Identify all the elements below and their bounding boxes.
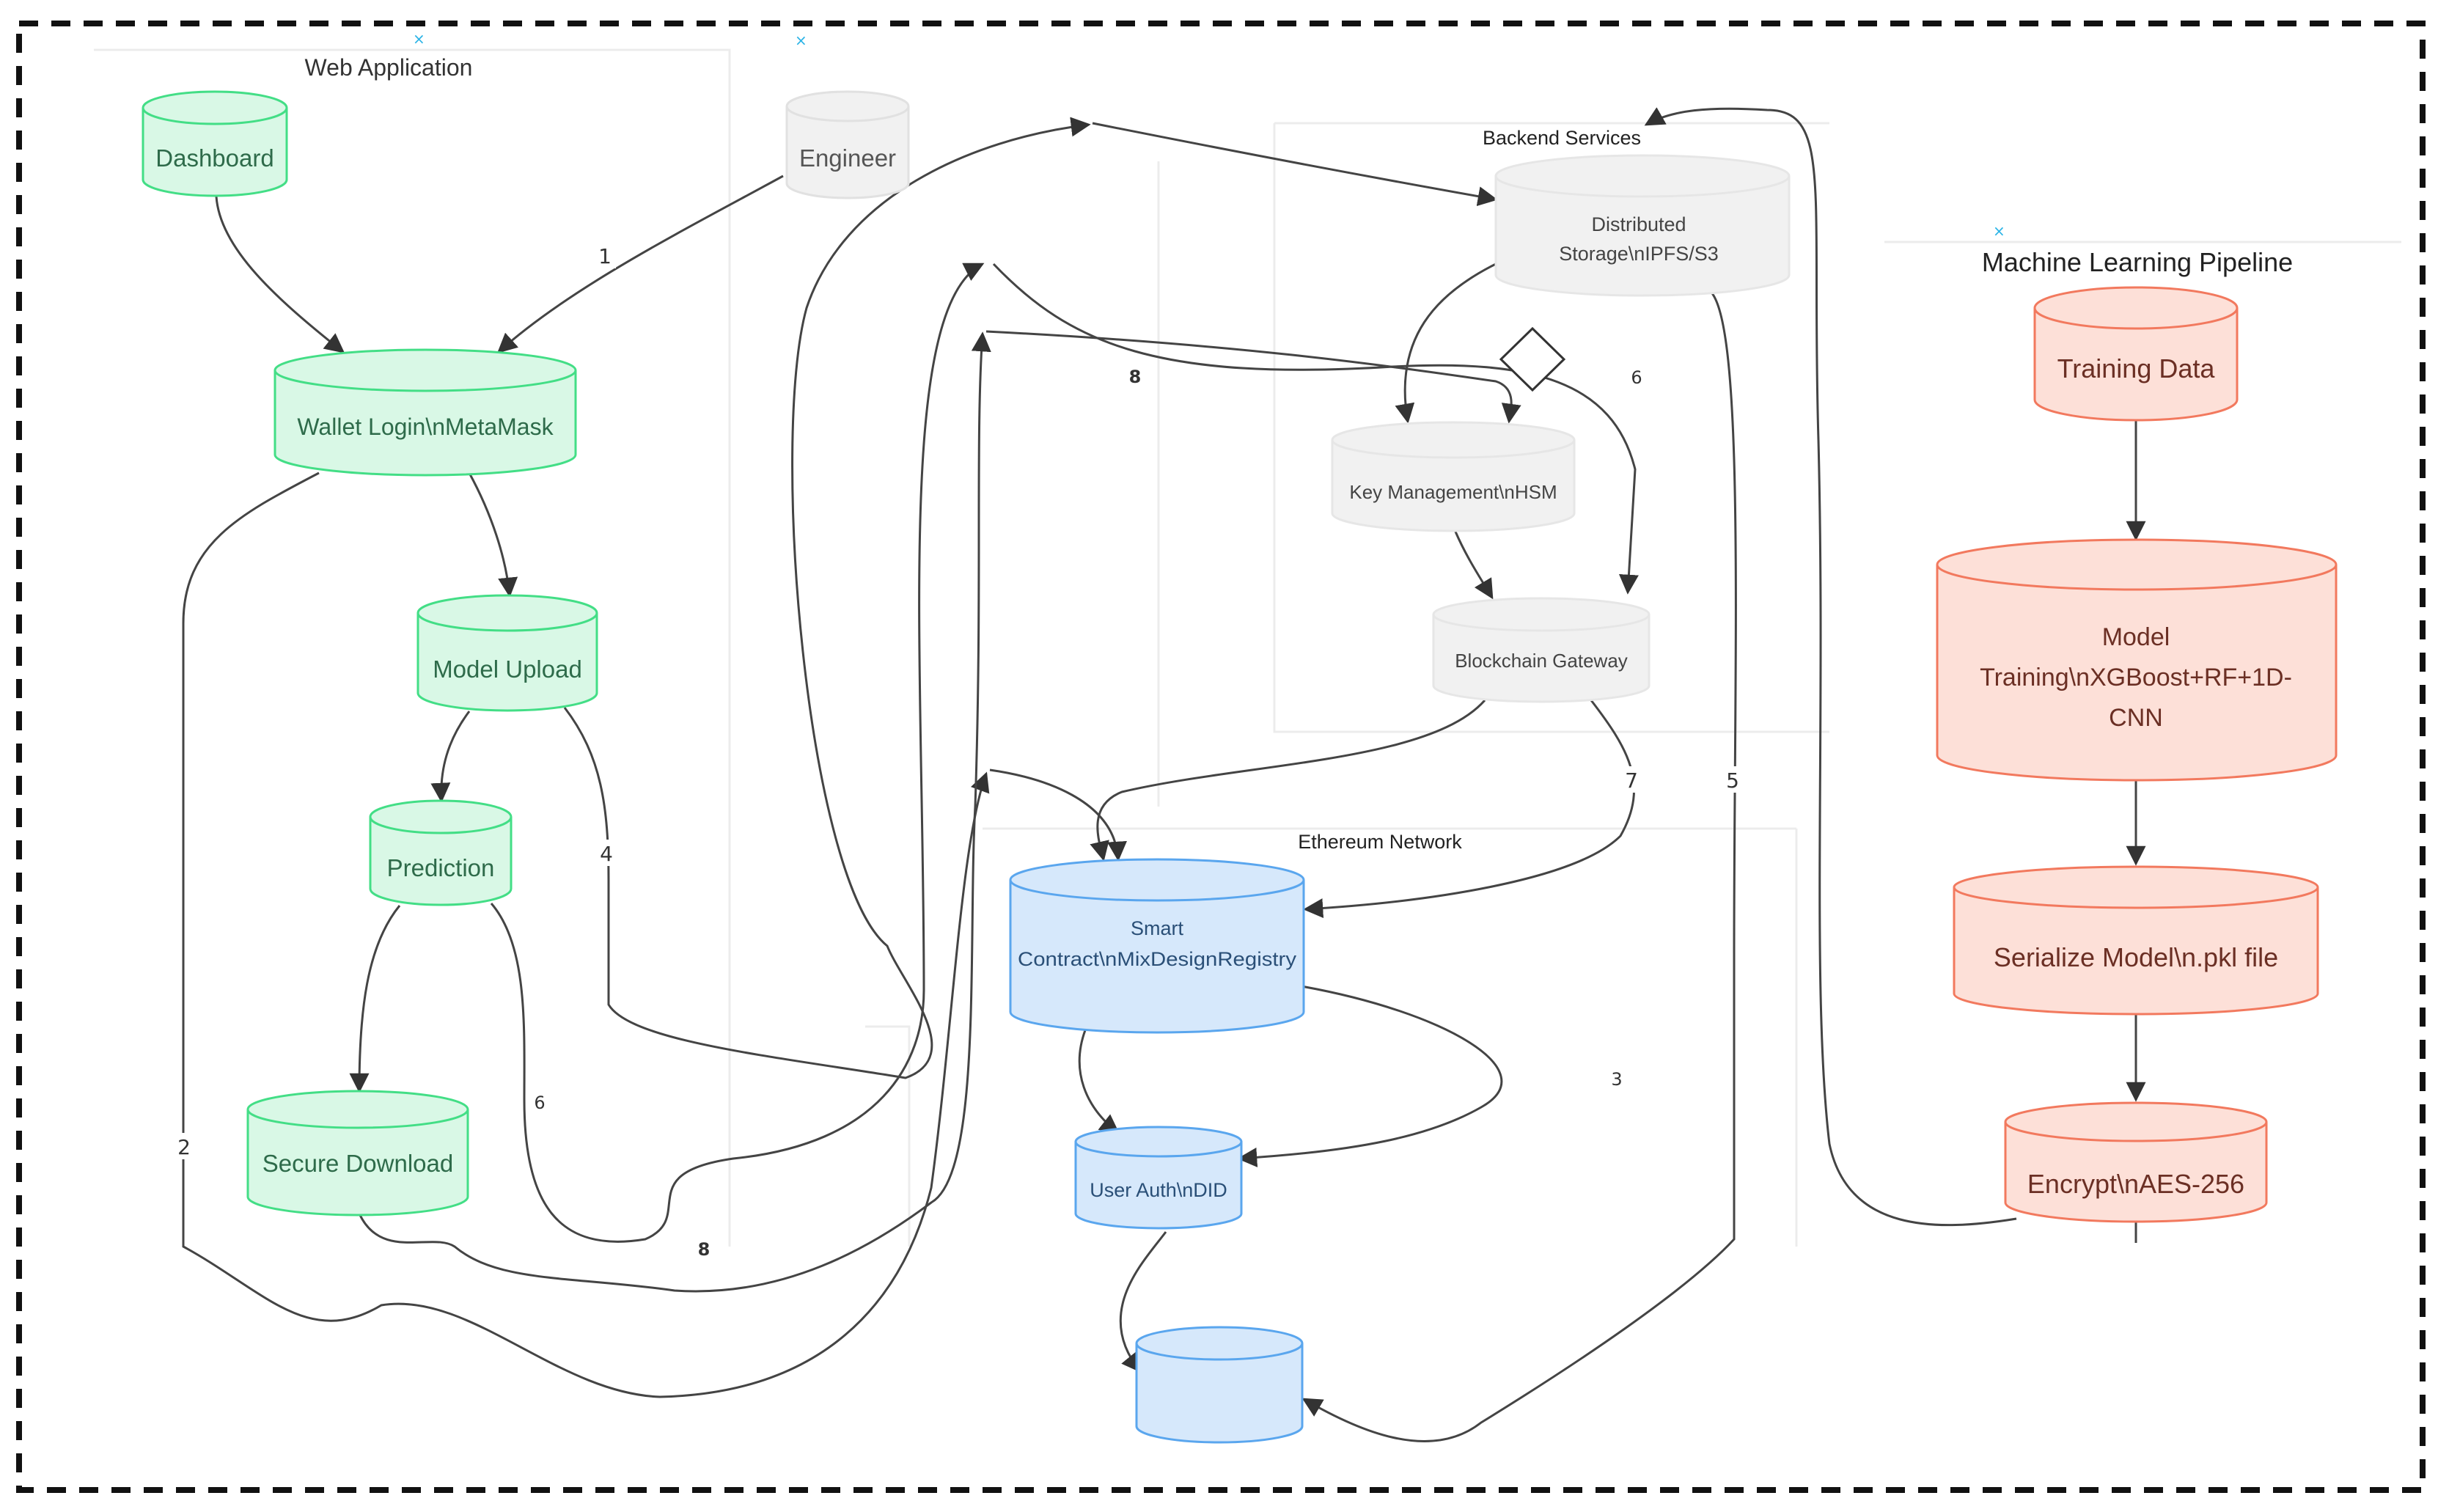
edge-6-to-gateway bbox=[992, 263, 1639, 595]
node-secure-download-label: Secure Download bbox=[262, 1150, 454, 1177]
svg-text:×: × bbox=[795, 32, 807, 49]
edge-label-4: 4 bbox=[600, 842, 613, 866]
group-title-backend-services: Backend Services bbox=[1483, 127, 1641, 149]
node-model-upload: Model Upload bbox=[416, 594, 598, 712]
node-user-auth: User Auth\nDID bbox=[1074, 1126, 1243, 1230]
edge-wallet-upload bbox=[468, 472, 518, 598]
node-distributed-storage: Distributed Storage\nIPFS/S3 bbox=[1494, 154, 1791, 297]
edge-label-1: 1 bbox=[598, 244, 612, 268]
node-serialize-model-label: Serialize Model\n.pkl file bbox=[1994, 942, 2278, 972]
edge-dot-to-storage bbox=[1092, 122, 1498, 207]
group-title-web-application: Web Application bbox=[305, 54, 473, 81]
edge-userauth-db bbox=[1119, 1231, 1167, 1373]
edge-download-8 bbox=[358, 331, 991, 1293]
node-model-training-line3: CNN bbox=[2109, 704, 2163, 732]
edge-label-2: 2 bbox=[177, 1135, 191, 1159]
edge-label-8-bottom: 8 bbox=[698, 1239, 711, 1260]
node-key-management: Key Management\nHSM bbox=[1331, 421, 1576, 532]
node-encrypt-label: Encrypt\nAES-256 bbox=[2027, 1169, 2244, 1199]
node-serialize-model: Serialize Model\n.pkl file bbox=[1953, 865, 2319, 1016]
node-dashboard-label: Dashboard bbox=[155, 144, 273, 172]
edge-label-6-web: 6 bbox=[534, 1093, 545, 1113]
node-secure-download: Secure Download bbox=[246, 1090, 469, 1216]
node-encrypt: Encrypt\nAES-256 bbox=[2004, 1101, 2268, 1223]
edge-label-7: 7 bbox=[1625, 768, 1638, 793]
edge-prediction-6 bbox=[490, 263, 985, 1243]
svg-text:×: × bbox=[1993, 222, 2005, 240]
node-model-upload-label: Model Upload bbox=[433, 656, 582, 683]
svg-text:×: × bbox=[413, 30, 425, 48]
decision-diamond bbox=[1499, 326, 1566, 392]
edge-8-to-keymgmt bbox=[985, 330, 1521, 424]
edge-gateway-contract bbox=[1303, 700, 1636, 919]
edge-contract-3 bbox=[1237, 985, 1503, 1167]
node-model-training-line2: Training\nXGBoost+RF+1D- bbox=[1980, 664, 2292, 691]
edge-storage-5 bbox=[1301, 293, 1737, 1442]
node-key-management-label: Key Management\nHSM bbox=[1349, 481, 1557, 503]
edge-storage-keymgmt bbox=[1395, 263, 1497, 424]
node-smart-contract-line1: Smart bbox=[1131, 917, 1184, 939]
edges bbox=[182, 107, 2146, 1442]
node-blockchain-gateway-label: Blockchain Gateway bbox=[1455, 650, 1628, 672]
node-training-data-label: Training Data bbox=[2057, 353, 2216, 383]
group-title-ethereum-network: Ethereum Network bbox=[1298, 831, 1462, 853]
node-wallet-login-label: Wallet Login\nMetaMask bbox=[297, 414, 554, 440]
edge-gateway-contract-2 bbox=[1090, 700, 1486, 862]
node-distributed-storage-line2: Storage\nIPFS/S3 bbox=[1559, 243, 1719, 265]
edge-upload-4 bbox=[563, 117, 1091, 1079]
edge-contract-userauth bbox=[1078, 1030, 1120, 1134]
node-prediction: Prediction bbox=[369, 799, 513, 906]
node-user-auth-label: User Auth\nDID bbox=[1090, 1179, 1227, 1201]
node-database bbox=[1135, 1326, 1304, 1444]
node-training-data: Training Data bbox=[2033, 286, 2239, 422]
node-wallet-login: Wallet Login\nMetaMask bbox=[273, 348, 577, 477]
edge-engineer-wallet bbox=[496, 175, 784, 353]
edge-label-6-backend: 6 bbox=[1631, 367, 1642, 388]
edge-keymgmt-gateway bbox=[1454, 531, 1494, 600]
subgraph-frames bbox=[94, 48, 2401, 1247]
node-dashboard: Dashboard bbox=[142, 90, 288, 197]
node-blockchain-gateway: Blockchain Gateway bbox=[1432, 597, 1651, 703]
stray-markers: × × × bbox=[413, 30, 2005, 240]
edge-label-8-top: 8 bbox=[1129, 367, 1142, 387]
outer-dashed-border bbox=[16, 21, 2426, 1493]
node-smart-contract: Smart Contract\nMixDesignRegistry bbox=[1009, 858, 1305, 1034]
node-engineer: Engineer bbox=[785, 90, 910, 199]
node-smart-contract-line2: Contract\nMixDesignRegistry bbox=[1018, 948, 1297, 970]
edge-wallet-2 bbox=[182, 471, 990, 1398]
node-engineer-label: Engineer bbox=[799, 144, 896, 172]
node-prediction-label: Prediction bbox=[387, 854, 495, 881]
edge-dashboard-wallet bbox=[215, 196, 345, 353]
edge-label-3: 3 bbox=[1611, 1069, 1622, 1090]
edge-prediction-download bbox=[349, 905, 401, 1093]
node-model-training-line1: Model bbox=[2102, 623, 2170, 651]
group-title-ml-pipeline: Machine Learning Pipeline bbox=[1982, 247, 2293, 277]
edge-label-5: 5 bbox=[1726, 768, 1739, 793]
edge-encrypt-storage bbox=[1644, 107, 2017, 1227]
edge-upload-prediction bbox=[430, 711, 471, 803]
edge-loop-contract bbox=[989, 768, 1127, 862]
node-distributed-storage-line1: Distributed bbox=[1591, 213, 1686, 235]
node-model-training: Model Training\nXGBoost+RF+1D- CNN bbox=[1936, 538, 2338, 782]
